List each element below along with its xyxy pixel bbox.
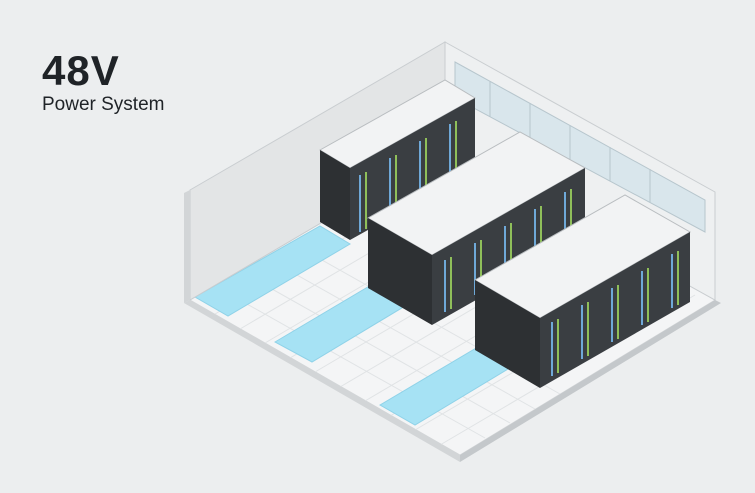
floor-edge-right [460, 300, 721, 462]
title-block: 48V Power System [42, 48, 164, 116]
left-wall-edge [184, 190, 190, 303]
page-title: 48V [42, 47, 120, 94]
floor-edge-left [184, 300, 460, 462]
page-subtitle: Power System [42, 94, 165, 115]
cold-aisle-1 [193, 225, 351, 317]
rack-row-front [473, 194, 692, 388]
rack-row-back [319, 79, 476, 240]
